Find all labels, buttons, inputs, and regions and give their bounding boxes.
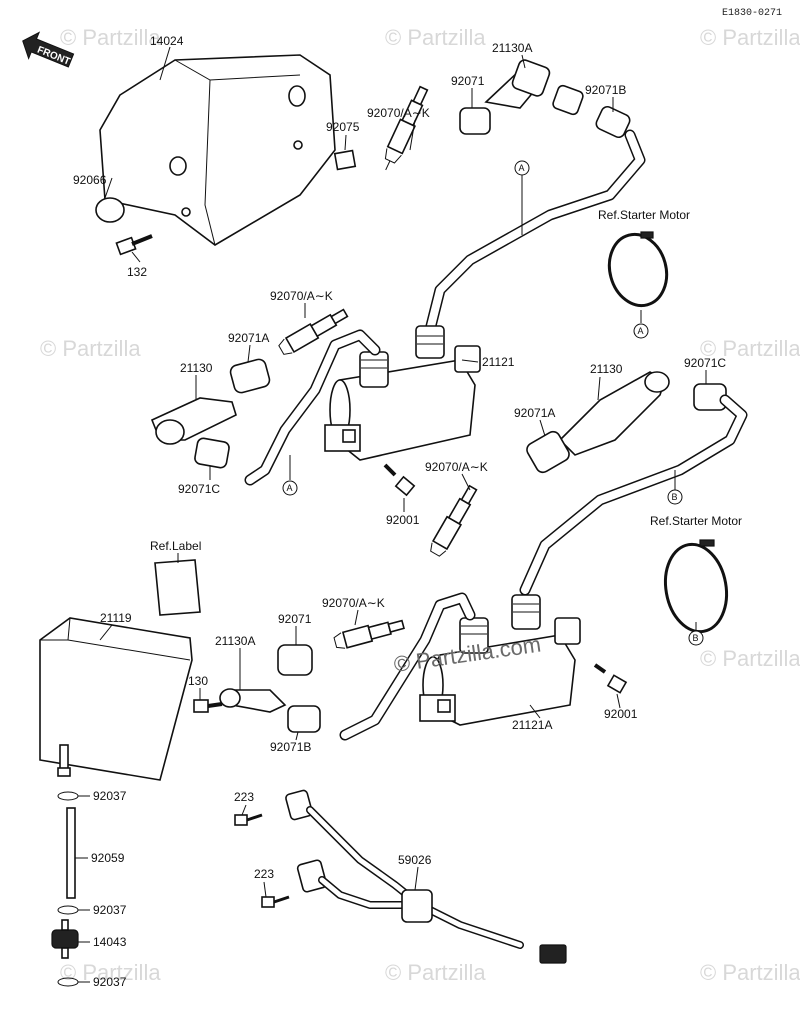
svg-text:A: A	[519, 163, 525, 173]
diagram-code: E1830-0271	[722, 8, 782, 19]
bolt-130	[193, 699, 223, 713]
label-92001-mid: 92001	[386, 513, 420, 527]
hose-92059	[66, 807, 76, 899]
boot-92071-low	[277, 644, 313, 676]
label-92071B-top: 92071B	[585, 83, 626, 97]
watermark: © Partzilla	[700, 336, 800, 361]
svg-text:B: B	[693, 633, 699, 643]
clamp-92037-b	[57, 905, 79, 915]
bolt-92001-low	[593, 663, 628, 694]
hv-wire-top	[424, 129, 646, 336]
watermark: © Partzilla	[385, 960, 486, 985]
watermark: © Partzilla	[700, 960, 800, 985]
svg-text:A: A	[638, 326, 644, 336]
label-92070-low: 92070/A∼K	[322, 596, 385, 610]
label-92066: 92066	[73, 173, 107, 187]
bolt-92001-mid	[383, 463, 416, 497]
label-ref-starter-2: Ref.Starter Motor	[650, 514, 742, 528]
label-21121A: 21121A	[512, 718, 552, 732]
callout-b-clamp: B	[688, 630, 704, 646]
filter-14043	[51, 919, 79, 959]
svg-text:A: A	[287, 483, 293, 493]
label-92070-right: 92070/A∼K	[425, 460, 488, 474]
callout-a-mid: A	[282, 480, 298, 496]
plug-cap-21130-left	[150, 397, 237, 445]
spark-plug-mid	[278, 308, 349, 355]
watermark: © Partzilla	[60, 25, 161, 50]
label-21130A-low: 21130A	[215, 634, 255, 648]
plug-cap-21130-right	[558, 371, 670, 456]
clamp-92037-a	[57, 791, 79, 801]
label-59026: 59026	[398, 853, 432, 867]
label-92071-top: 92071	[451, 74, 485, 88]
label-ref-starter-1: Ref.Starter Motor	[598, 208, 690, 222]
label-92070-mid: 92070/A∼K	[270, 289, 333, 303]
label-92037-a: 92037	[93, 789, 127, 803]
plug-cap-21130A-low	[219, 688, 287, 713]
label-ref-label: Ref.Label	[150, 539, 201, 553]
bolt-223-b	[261, 895, 290, 908]
wiring-harness-59026	[285, 789, 567, 964]
label-132: 132	[127, 265, 147, 279]
callout-a-top: A	[514, 160, 530, 176]
leader-lines	[75, 46, 707, 983]
hv-wire-right	[519, 394, 748, 596]
label-21130A-top: 21130A	[492, 41, 532, 55]
watermark: © Partzilla	[385, 25, 486, 50]
callout-b-right: B	[667, 489, 683, 505]
callout-a-clamp: A	[633, 323, 649, 339]
label-92075: 92075	[326, 120, 360, 134]
cap-92066	[95, 197, 125, 223]
ignition-coil-21121	[324, 325, 481, 461]
watermark: © Partzilla	[700, 646, 800, 671]
label-21121: 21121	[482, 355, 515, 369]
ignition-coil-21121A	[419, 594, 581, 726]
part-labels: 14024 92066 132 92075 92070/A∼K 92071 21…	[73, 34, 742, 989]
boot-92071-top	[459, 107, 491, 135]
label-92071A-left: 92071A	[228, 331, 269, 345]
label-92059: 92059	[91, 851, 125, 865]
label-92071C-right: 92071C	[684, 356, 726, 370]
label-92037-b: 92037	[93, 903, 127, 917]
label-92001-low: 92001	[604, 707, 638, 721]
ref-label-sheet	[154, 559, 201, 616]
label-21130-right: 21130	[590, 362, 623, 376]
pad-92075	[333, 149, 357, 171]
label-223-b: 223	[254, 867, 274, 881]
label-130: 130	[188, 674, 208, 688]
starter-motor-clamp-a	[607, 231, 669, 308]
spark-plug-low	[333, 619, 405, 649]
label-21119: 21119	[100, 611, 132, 625]
boot-92071A-left	[229, 358, 271, 394]
cdi-unit-21119	[39, 617, 193, 781]
spark-plug-top	[384, 85, 429, 171]
watermark: © Partzilla	[40, 336, 141, 361]
plug-cap-21130A-top	[484, 59, 584, 116]
spark-plug-right	[430, 484, 478, 557]
bolt-223-a	[234, 813, 263, 826]
label-92037-c: 92037	[93, 975, 127, 989]
boot-92071B-low	[287, 705, 321, 733]
label-14024: 14024	[150, 34, 184, 48]
label-92071A-right: 92071A	[514, 406, 555, 420]
bolt-132	[115, 234, 153, 256]
label-92071-low: 92071	[278, 612, 312, 626]
label-92071C-left: 92071C	[178, 482, 220, 496]
boot-92071B-top	[595, 105, 631, 139]
svg-text:B: B	[672, 492, 678, 502]
label-92070-top: 92070/A∼K	[367, 106, 430, 120]
label-14043: 14043	[93, 935, 127, 949]
label-21130-left: 21130	[180, 361, 213, 375]
watermark: © Partzilla	[700, 25, 800, 50]
boot-92071C-left	[194, 437, 230, 469]
starter-motor-clamp-b	[663, 539, 729, 634]
boot-92071A-right	[526, 430, 570, 474]
coil-cover	[99, 54, 336, 246]
label-223-a: 223	[234, 790, 254, 804]
watermark: © Partzilla	[60, 960, 161, 985]
label-92071B-low: 92071B	[270, 740, 311, 754]
